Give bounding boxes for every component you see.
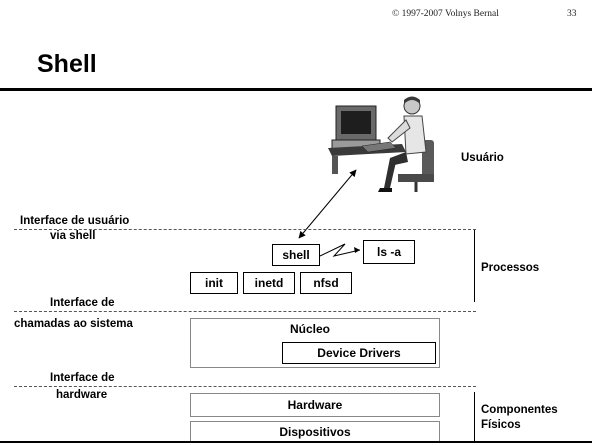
- devices-box: Dispositivos: [190, 421, 440, 443]
- hardware-interface-divider: [14, 386, 476, 387]
- shell-ls-link: [319, 243, 361, 257]
- device-drivers-box: Device Drivers: [282, 342, 436, 364]
- kernel-label: Núcleo: [290, 322, 331, 336]
- init-process-box: init: [190, 272, 238, 294]
- page-number: 33: [567, 9, 577, 19]
- syscall-interface-divider: [14, 311, 476, 312]
- slide-title: Shell: [37, 50, 97, 78]
- physical-components-bracket: [474, 392, 475, 442]
- title-rule: [0, 88, 592, 91]
- physical-components-label-line2: Físicos: [481, 419, 521, 431]
- user-interface-label-line2: via shell: [50, 230, 96, 242]
- processes-label: Processos: [481, 262, 540, 274]
- processes-bracket: [474, 230, 475, 302]
- physical-components-label-line1: Componentes: [481, 404, 558, 416]
- ls-process-box: ls -a: [363, 240, 415, 264]
- user-label: Usuário: [461, 152, 504, 164]
- shell-process-box: shell: [272, 244, 320, 266]
- bottom-rule: [0, 441, 592, 443]
- syscall-interface-label-line1: Interface de: [50, 297, 115, 309]
- user-interface-divider: [14, 229, 476, 230]
- syscall-interface-label-line2: chamadas ao sistema: [14, 318, 133, 330]
- nfsd-process-box: nfsd: [300, 272, 352, 294]
- copyright-notice: © 1997-2007 Volnys Bernal: [392, 9, 499, 19]
- inetd-process-box: inetd: [243, 272, 295, 294]
- hardware-interface-label-line1: Interface de: [50, 372, 115, 384]
- hardware-interface-label-line2: hardware: [56, 389, 108, 401]
- hardware-box: Hardware: [190, 393, 440, 417]
- shell-user-arrow: [298, 169, 357, 239]
- user-interface-label-line1: Interface de usuário: [20, 215, 130, 227]
- user-at-computer-illustration: [328, 96, 434, 192]
